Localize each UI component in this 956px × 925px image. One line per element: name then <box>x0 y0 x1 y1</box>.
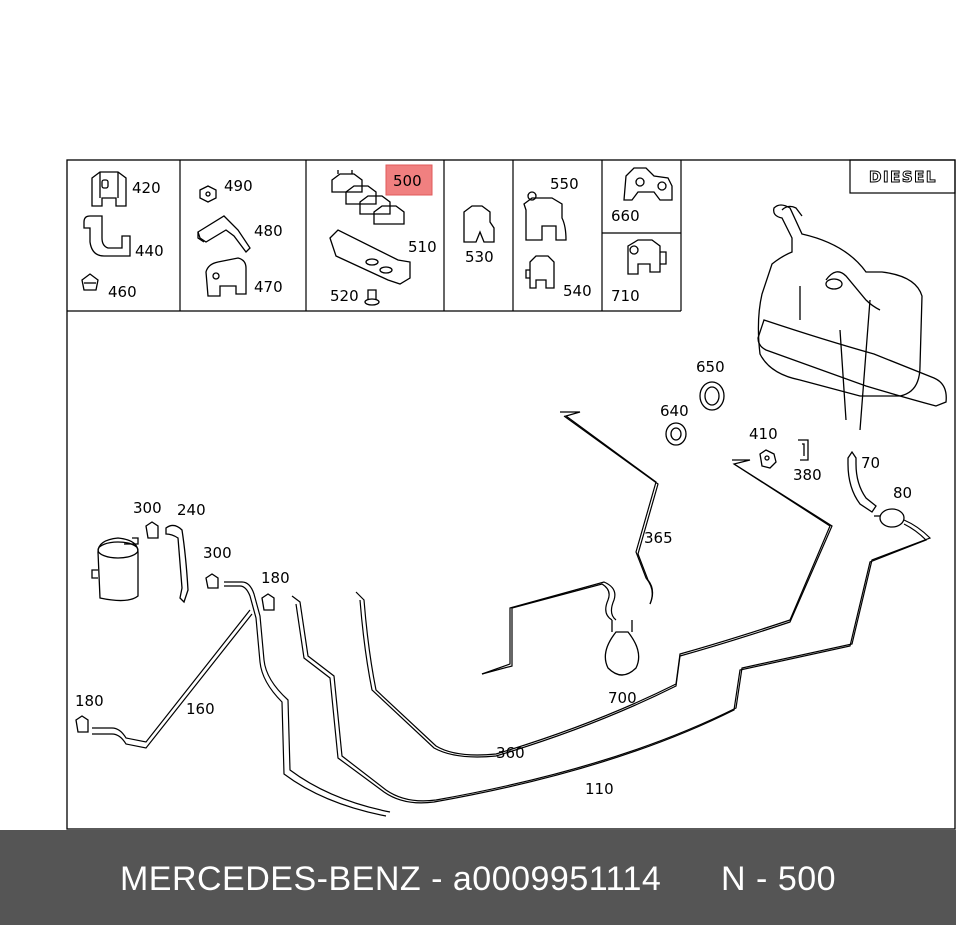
part-640-icon <box>665 422 687 446</box>
label-650[interactable]: 650 <box>696 358 725 376</box>
part-660-icon <box>623 167 673 201</box>
label-460[interactable]: 460 <box>108 283 137 301</box>
part-510-icon <box>329 229 411 285</box>
part-70-icon <box>847 450 877 513</box>
label-380[interactable]: 380 <box>793 466 822 484</box>
label-490[interactable]: 490 <box>224 177 253 195</box>
label-300-left[interactable]: 300 <box>133 499 162 517</box>
part-550-icon <box>523 191 567 241</box>
label-470[interactable]: 470 <box>254 278 283 296</box>
label-410[interactable]: 410 <box>749 425 778 443</box>
fuel-lines <box>92 411 932 817</box>
highlight-500 <box>385 164 433 196</box>
label-420[interactable]: 420 <box>132 179 161 197</box>
label-180-left[interactable]: 180 <box>75 692 104 710</box>
part-710-icon <box>627 239 667 275</box>
part-180b-icon <box>261 593 275 611</box>
diagram-frame <box>66 159 956 830</box>
label-360[interactable]: 360 <box>496 744 525 762</box>
part-650-icon <box>699 381 725 411</box>
label-365[interactable]: 365 <box>644 529 673 547</box>
label-80[interactable]: 80 <box>893 484 912 502</box>
label-240[interactable]: 240 <box>177 501 206 519</box>
part-labels: 420 440 460 490 480 470 500 510 520 530 … <box>75 172 912 798</box>
position-prefix: N - <box>721 860 778 898</box>
label-530[interactable]: 530 <box>465 248 494 266</box>
part-180a-icon <box>75 715 89 733</box>
label-70[interactable]: 70 <box>861 454 880 472</box>
part-490-icon <box>199 185 217 203</box>
brand-name: MERCEDES-BENZ <box>119 860 422 898</box>
part-300a-icon <box>145 521 159 539</box>
label-710[interactable]: 710 <box>611 287 640 305</box>
part-420-icon <box>91 171 127 207</box>
label-300-right[interactable]: 300 <box>203 544 232 562</box>
caption-separator: - <box>421 860 453 898</box>
part-540-icon <box>525 255 555 289</box>
label-550[interactable]: 550 <box>550 175 579 193</box>
label-700[interactable]: 700 <box>608 689 637 707</box>
label-540[interactable]: 540 <box>563 282 592 300</box>
fuel-filter <box>91 537 139 602</box>
fuel-tank <box>757 204 947 431</box>
footer-bar: MERCEDES-BENZ - a0009951114 N - 500 <box>0 830 956 925</box>
part-300b-icon <box>205 573 219 589</box>
part-470-icon <box>205 257 247 297</box>
part-530-icon <box>463 205 495 243</box>
part-480-icon <box>197 215 251 253</box>
position-number: 500 <box>777 860 837 898</box>
part-440-icon <box>83 215 131 257</box>
diesel-badge: DIESEL <box>869 168 937 186</box>
label-180-right[interactable]: 180 <box>261 569 290 587</box>
part-460-icon <box>81 273 99 291</box>
label-500[interactable]: 500 <box>393 172 422 190</box>
label-520[interactable]: 520 <box>330 287 359 305</box>
part-240-icon <box>165 524 189 604</box>
footer-caption: MERCEDES-BENZ - a0009951114 N - 500 <box>0 860 956 899</box>
part-number: a0009951114 <box>452 860 662 898</box>
parts-boxes <box>67 159 956 312</box>
label-440[interactable]: 440 <box>135 242 164 260</box>
parts-diagram: DIESEL <box>66 159 956 830</box>
label-510[interactable]: 510 <box>408 238 437 256</box>
label-110[interactable]: 110 <box>585 780 614 798</box>
label-640[interactable]: 640 <box>660 402 689 420</box>
label-660[interactable]: 660 <box>611 207 640 225</box>
part-380-icon <box>798 439 809 461</box>
caption-gap <box>661 860 721 898</box>
part-80-icon <box>874 508 905 528</box>
label-480[interactable]: 480 <box>254 222 283 240</box>
part-520-icon <box>364 289 380 306</box>
label-160[interactable]: 160 <box>186 700 215 718</box>
part-500-icon <box>331 170 405 225</box>
part-410-icon <box>759 449 777 469</box>
